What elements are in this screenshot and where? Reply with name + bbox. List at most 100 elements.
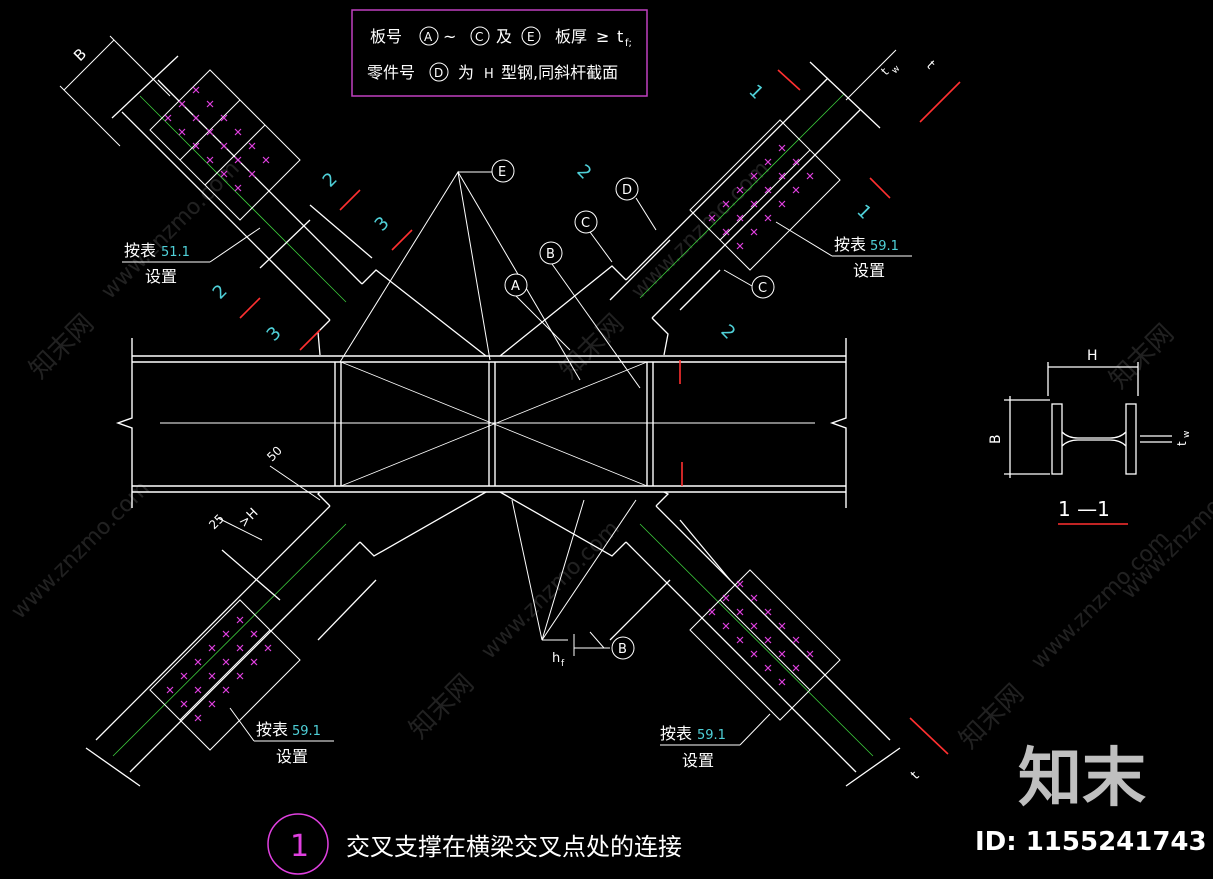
bolt-marker: [722, 228, 730, 236]
splice-ur: [689, 119, 841, 271]
bolt-marker: [736, 242, 744, 250]
callout-d-label: D: [622, 183, 632, 198]
bolt-marker: [750, 650, 758, 658]
bolt-marker: [792, 186, 800, 194]
callout-d: D: [615, 177, 657, 231]
bolt-marker: [194, 686, 202, 694]
legend-tilde: ~: [443, 27, 456, 46]
brand-watermark: 知末 ID: 1155241743: [975, 742, 1207, 857]
bolt-marker: [736, 214, 744, 222]
bolt-marker: [206, 156, 214, 164]
note-label: 设置: [853, 261, 885, 280]
brand-id: ID: 1155241743: [975, 827, 1207, 857]
dim-b-label: B: [70, 45, 90, 65]
legend-d: D: [434, 66, 443, 80]
section-number: 2: [716, 321, 739, 344]
legend-circle-c: [470, 26, 490, 46]
callout-c-right-label: C: [758, 281, 767, 296]
bolt-marker: [764, 608, 772, 616]
bolt-marker: [248, 142, 256, 150]
legend-desc: 型钢,同斜杆截面: [501, 63, 618, 82]
callout-a: A: [504, 273, 571, 351]
dimension-50-25: [217, 465, 321, 541]
bolt-marker: [248, 170, 256, 178]
bolt-marker: [222, 630, 230, 638]
bolt-marker: [220, 142, 228, 150]
bolt-marker: [792, 158, 800, 166]
watermark-tile: 知末网: [1104, 319, 1180, 395]
bolt-marker: [164, 114, 172, 122]
section-1-1-detail: [1004, 362, 1172, 478]
legend-circle-d: [429, 62, 449, 82]
bolt-marker: [194, 658, 202, 666]
legend-c: C: [475, 30, 483, 44]
note-ref: 59.1: [292, 724, 321, 739]
section-cuts: [239, 69, 961, 755]
bolt-marker: [722, 200, 730, 208]
bolt-marker: [806, 172, 814, 180]
title-text: 交叉支撑在横梁交叉点处的连接: [346, 833, 682, 861]
section-number: 3: [371, 213, 394, 236]
watermark-tile: 知末网: [404, 669, 480, 745]
section-h-label: H: [1087, 348, 1098, 364]
bolt-marker: [764, 636, 772, 644]
callout-b-top: B: [539, 241, 641, 389]
callout-c-right: C: [723, 269, 775, 299]
section-number: 2: [319, 169, 342, 192]
bolt-marker: [206, 100, 214, 108]
section-number: 3: [263, 323, 286, 346]
note-label: 设置: [276, 747, 308, 766]
bolt-marker: [262, 156, 270, 164]
bolt-marker: [264, 644, 272, 652]
splice-ul: [149, 69, 301, 221]
watermark-tile: www.znzmo.com: [477, 516, 625, 664]
dimension-b-top: [59, 35, 171, 147]
weld-hf: h: [552, 651, 560, 666]
drawing-title: 1 交叉支撑在横梁交叉点处的连接: [267, 813, 682, 875]
watermark-tile: www.znzmo.com: [1027, 526, 1175, 674]
bolt-marker: [208, 700, 216, 708]
note-ref: 59.1: [697, 728, 726, 743]
callout-b-label: B: [546, 247, 555, 262]
dim-ge-h: >H: [236, 506, 261, 531]
bolt-marker: [750, 228, 758, 236]
bolt-marker: [764, 158, 772, 166]
bolt-marker: [208, 644, 216, 652]
bolt-marker: [722, 622, 730, 630]
bolt-marker: [250, 658, 258, 666]
callout-e: E: [339, 159, 581, 381]
section-number: 2: [572, 161, 595, 184]
dim-50: 50: [264, 443, 285, 464]
bolt-marker: [250, 630, 258, 638]
note-bottom-right: 按表 59.1 设置: [660, 713, 771, 770]
section-number: 1: [744, 81, 767, 104]
legend-part-label: 零件号: [367, 63, 415, 82]
section-number: 2: [209, 281, 232, 304]
callout-a-label: A: [511, 279, 520, 294]
bolt-marker: [180, 672, 188, 680]
bolt-marker: [220, 114, 228, 122]
section-b-label: B: [988, 434, 1004, 444]
watermark-tile: www.znzmo.com: [1117, 456, 1213, 604]
bolt-marker: [722, 594, 730, 602]
legend-tf: t: [617, 27, 623, 46]
title-number-circle: [267, 813, 329, 875]
bolt-marker: [764, 214, 772, 222]
brand-logo-text: 知末: [1018, 742, 1146, 816]
splice-lr: [689, 569, 841, 721]
bolt-marker: [736, 636, 744, 644]
bolt-marker: [236, 672, 244, 680]
bolt-marker: [736, 580, 744, 588]
bolt-marker: [792, 636, 800, 644]
section-number: 1: [852, 201, 875, 224]
legend-a: A: [424, 30, 433, 44]
bolt-marker: [750, 622, 758, 630]
note-label: 按表: [660, 724, 692, 743]
legend-for: 为: [458, 63, 474, 82]
note-label: 设置: [145, 267, 177, 286]
bolt-marker: [778, 650, 786, 658]
bolt-marker: [806, 650, 814, 658]
bolt-marker: [778, 622, 786, 630]
callout-b-bottom-label: B: [618, 642, 627, 657]
